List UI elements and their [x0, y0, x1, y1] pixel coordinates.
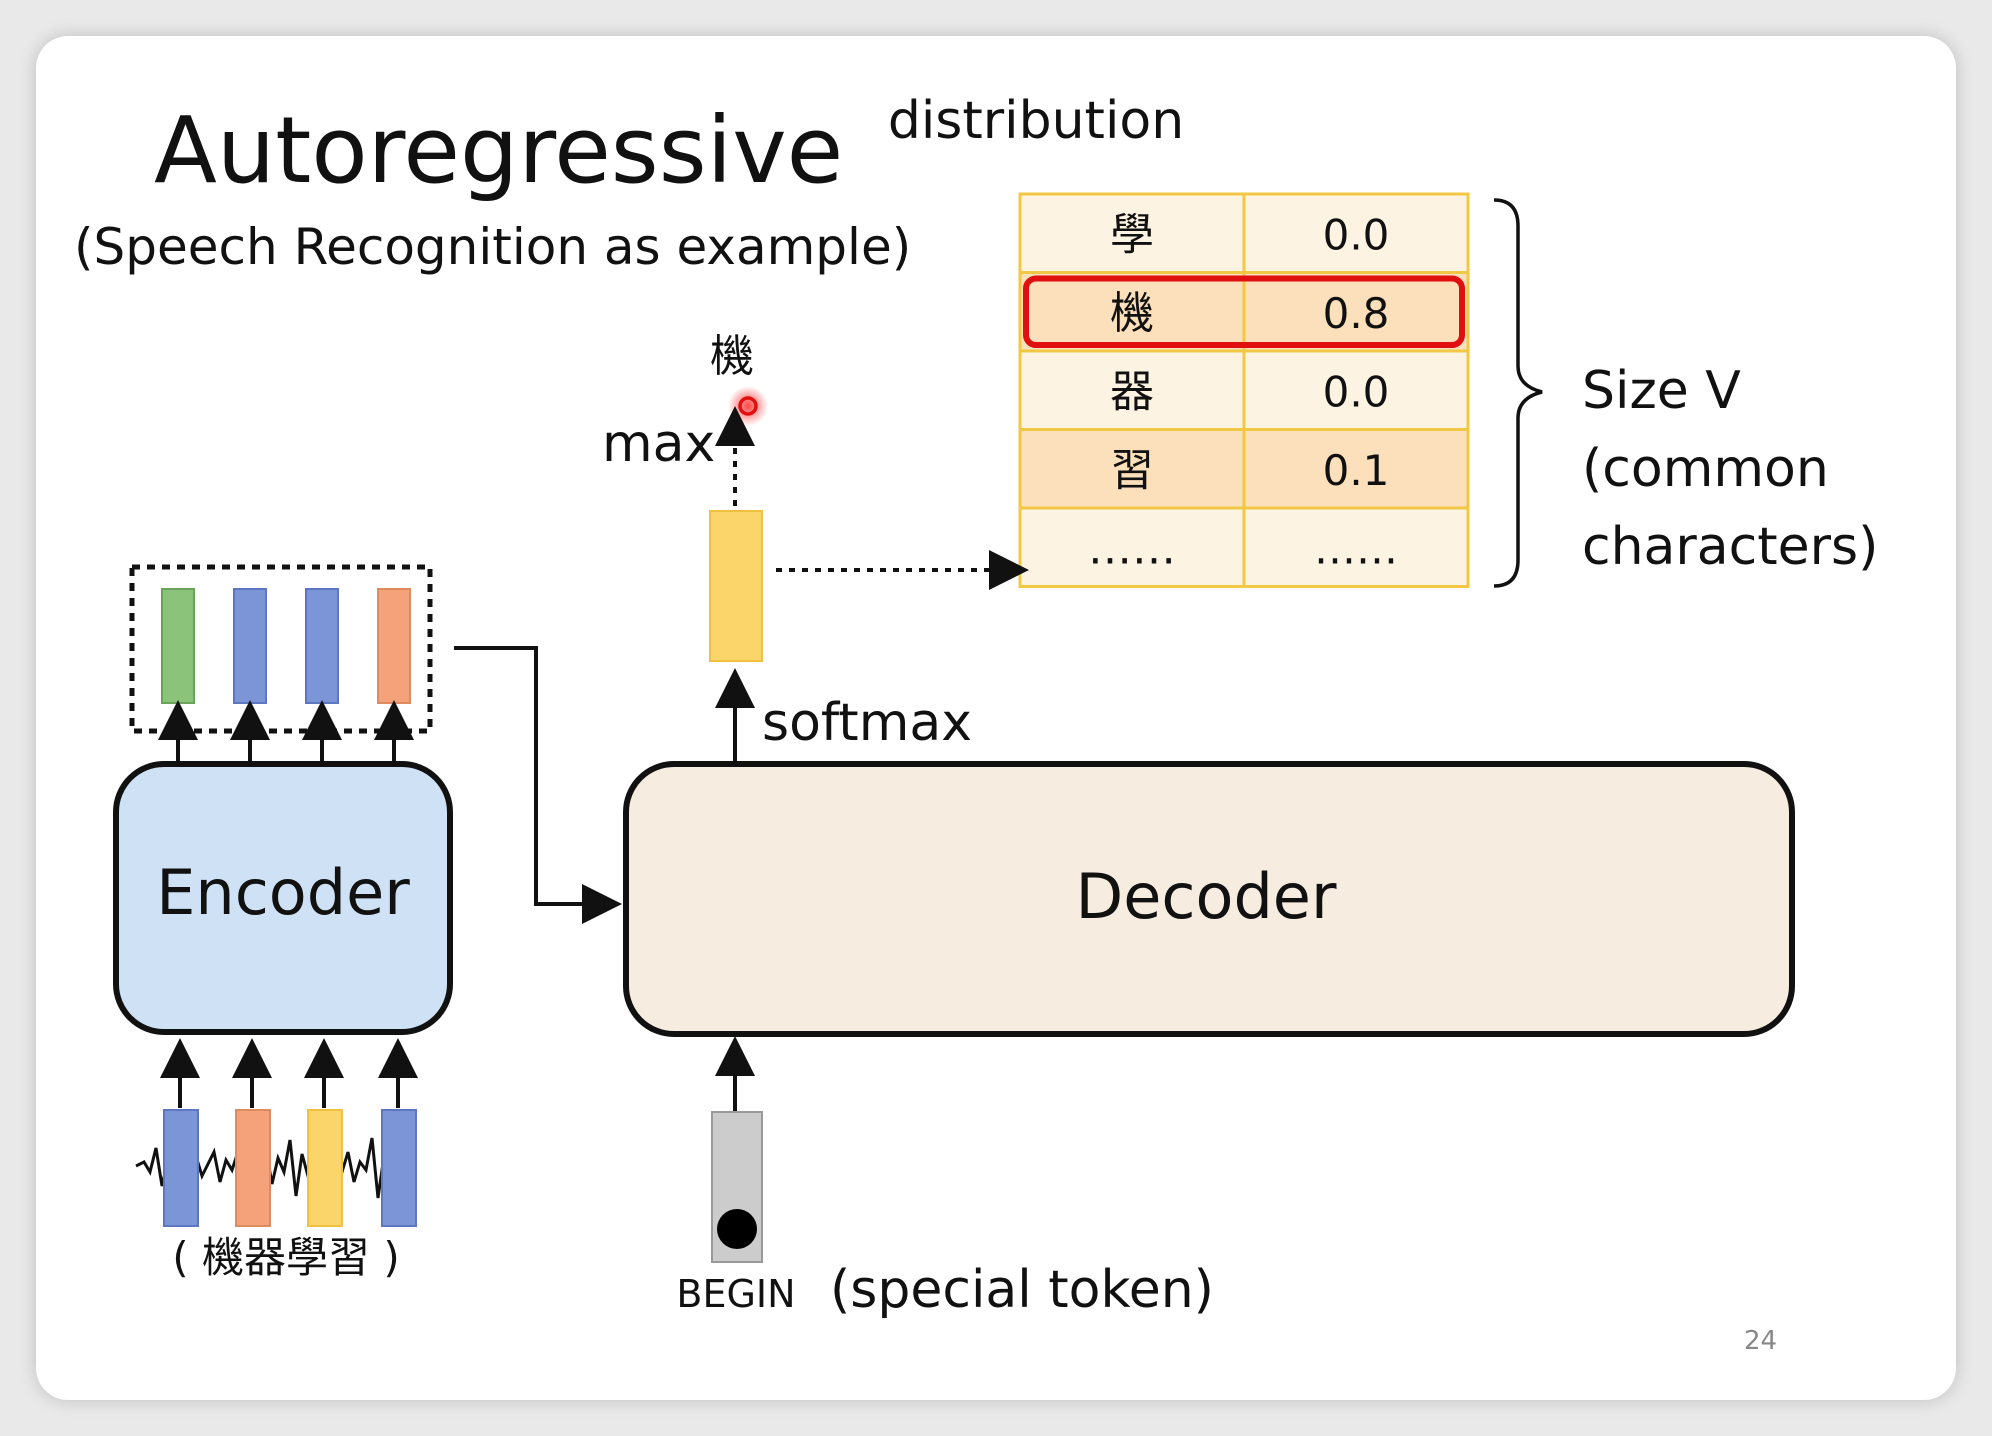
distribution-token-text: ……: [1088, 523, 1176, 574]
encoder-output-box: [129, 564, 433, 734]
distribution-prob-text: 0.8: [1323, 289, 1390, 338]
encoder-block: [113, 761, 453, 1035]
distribution-heading: distribution: [888, 91, 1184, 151]
decoder-block: [623, 761, 1795, 1037]
softmax-label: softmax: [762, 693, 972, 753]
encoder-output-vector-3: [305, 588, 339, 704]
distribution-table: 學 0.0 機 0.8 器 0.0 習 0.1 …… ……: [1018, 192, 1470, 588]
encoder-to-decoder-arrow: [454, 646, 622, 924]
slide: Autoregressive (Speech Recognition as ex…: [36, 36, 1956, 1400]
distribution-token-cell: [1018, 192, 1246, 274]
decoder-output-vector: [709, 510, 763, 662]
distribution-prob-text: 0.0: [1323, 367, 1390, 416]
input-vector-2: [235, 1109, 271, 1227]
encoder-output-vector-1: [161, 588, 195, 704]
page-number: 24: [1744, 1326, 1777, 1356]
slide-title: Autoregressive: [154, 97, 843, 204]
autoregressive-diagram: Autoregressive (Speech Recognition as ex…: [74, 91, 1878, 1356]
distribution-prob-cell: [1242, 506, 1470, 588]
size-label-line3: characters): [1582, 517, 1878, 577]
begin-label: BEGIN: [676, 1272, 795, 1316]
input-caption: ( 機器學習 ): [172, 1233, 399, 1282]
distribution-token-cell: [1018, 506, 1246, 588]
distribution-prob-cell: [1242, 349, 1470, 431]
distribution-prob-cell: [1242, 428, 1470, 510]
size-brace: [1493, 198, 1543, 588]
distribution-prob-text: 0.0: [1323, 210, 1390, 259]
max-label: max: [602, 414, 715, 474]
output-token: 機: [710, 331, 754, 382]
begin-token-dot: [717, 1209, 757, 1249]
decoder-label: Decoder: [1076, 860, 1337, 933]
distribution-prob-text: ……: [1314, 524, 1398, 573]
distribution-token-text: 器: [1110, 366, 1154, 417]
size-label-line1: Size V: [1582, 361, 1741, 421]
input-vector-3: [307, 1109, 343, 1227]
distribution-token-text: 學: [1110, 209, 1154, 260]
encoder-output-vector-2: [233, 588, 267, 704]
encoder-label: Encoder: [156, 856, 410, 929]
encoder-output-vector-4: [377, 588, 411, 704]
distribution-prob-cell: [1242, 271, 1470, 353]
distribution-token-cell: [1018, 428, 1246, 510]
distribution-prob-text: 0.1: [1323, 446, 1390, 495]
max-highlight-box: [1023, 275, 1465, 348]
distribution-token-text: 機: [1110, 288, 1154, 339]
special-token-label: (special token): [830, 1260, 1214, 1320]
input-vector-1: [163, 1109, 199, 1227]
size-label-line2: (common: [1582, 439, 1829, 499]
distribution-prob-cell: [1242, 192, 1470, 274]
distribution-token-text: 習: [1110, 445, 1154, 496]
cursor-indicator: [728, 386, 768, 426]
input-vector-4: [381, 1109, 417, 1227]
slide-subtitle: (Speech Recognition as example): [74, 218, 911, 276]
